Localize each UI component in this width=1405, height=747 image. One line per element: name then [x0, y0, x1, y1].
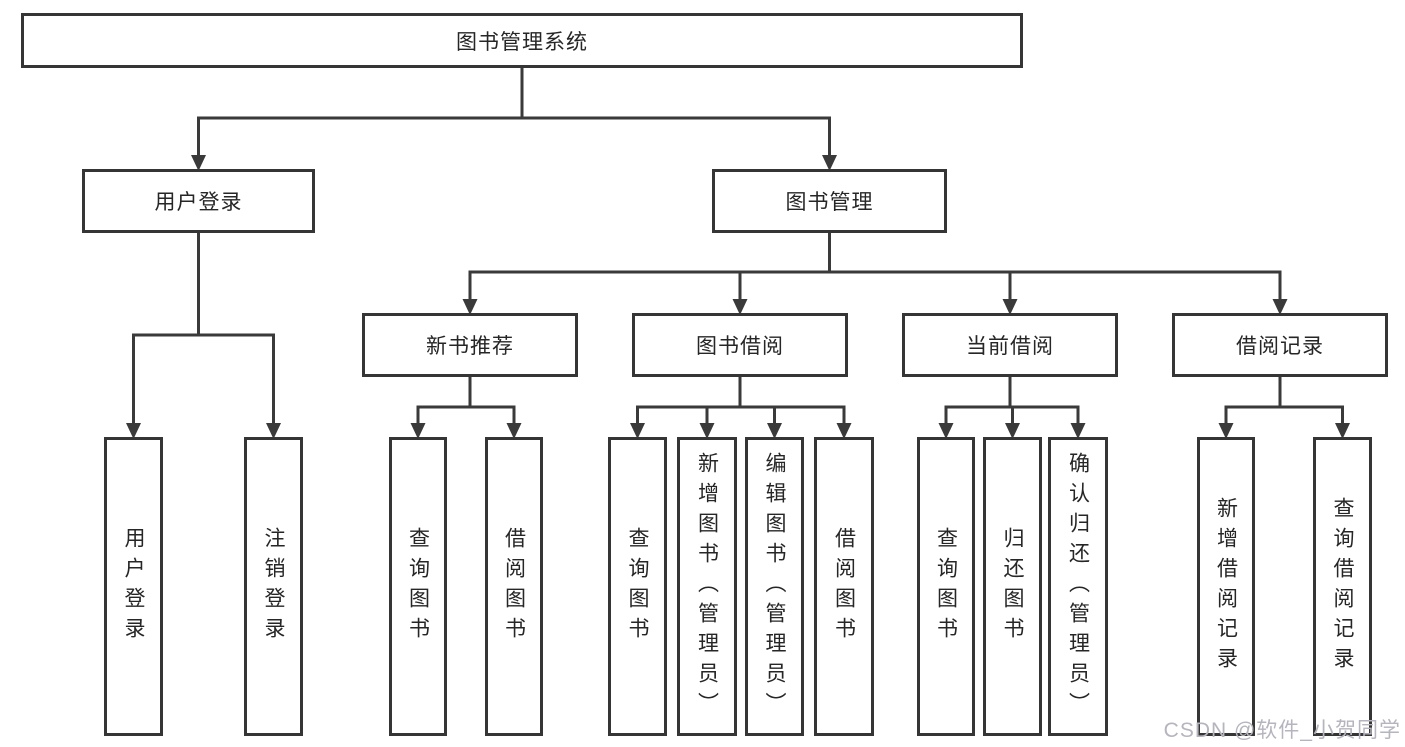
node-leaf-user-login: 用户登录 [104, 437, 163, 736]
node-label-leaf-nb-borrow: 借阅图书 [502, 526, 526, 647]
node-label-leaf-bb-borrow: 借阅图书 [832, 526, 856, 647]
node-user-login: 用户登录 [82, 169, 315, 233]
node-leaf-nb-query: 查询图书 [389, 437, 447, 736]
node-leaf-cb-query: 查询图书 [917, 437, 975, 736]
node-label-leaf-cb-return: 归还图书 [1001, 526, 1024, 647]
node-leaf-nb-borrow: 借阅图书 [485, 437, 543, 736]
node-label-leaf-br-query: 查询借阅记录 [1331, 496, 1354, 677]
node-leaf-br-query: 查询借阅记录 [1313, 437, 1372, 736]
node-label-current-borrow: 当前借阅 [966, 335, 1054, 358]
node-current-borrow: 当前借阅 [902, 313, 1118, 377]
node-label-borrow-record: 借阅记录 [1236, 335, 1324, 358]
node-label-leaf-cb-query: 查询图书 [934, 526, 958, 647]
node-label-leaf-br-add: 新增借阅记录 [1214, 496, 1238, 677]
node-book-mgmt: 图书管理 [712, 169, 947, 233]
node-leaf-br-add: 新增借阅记录 [1197, 437, 1255, 736]
node-root: 图书管理系统 [21, 13, 1023, 68]
node-leaf-cb-return: 归还图书 [983, 437, 1042, 736]
node-leaf-bb-edit: 编辑图书（管理员） [745, 437, 804, 736]
node-borrow-record: 借阅记录 [1172, 313, 1388, 377]
node-leaf-cb-confirm: 确认归还（管理员） [1048, 437, 1108, 736]
watermark-text: CSDN @软件_小贺同学 [1163, 719, 1401, 742]
node-label-root: 图书管理系统 [456, 30, 588, 54]
node-label-leaf-bb-add: 新增图书（管理员） [695, 451, 719, 722]
node-label-leaf-cb-confirm: 确认归还（管理员） [1066, 451, 1090, 722]
node-leaf-bb-query: 查询图书 [608, 437, 667, 736]
node-label-book-borrow: 图书借阅 [696, 335, 784, 358]
node-label-leaf-user-login: 用户登录 [122, 526, 145, 647]
node-new-book-rec: 新书推荐 [362, 313, 578, 377]
node-label-leaf-nb-query: 查询图书 [406, 526, 430, 647]
node-leaf-logout: 注销登录 [244, 437, 303, 736]
node-leaf-bb-add: 新增图书（管理员） [677, 437, 737, 736]
node-label-user-login: 用户登录 [154, 191, 243, 214]
node-label-leaf-logout: 注销登录 [262, 526, 285, 647]
node-label-leaf-bb-edit: 编辑图书（管理员） [763, 451, 786, 722]
node-book-borrow: 图书借阅 [632, 313, 848, 377]
node-leaf-bb-borrow: 借阅图书 [814, 437, 874, 736]
node-label-leaf-bb-query: 查询图书 [626, 526, 649, 647]
node-label-book-mgmt: 图书管理 [785, 191, 874, 214]
node-label-new-book-rec: 新书推荐 [426, 335, 514, 358]
